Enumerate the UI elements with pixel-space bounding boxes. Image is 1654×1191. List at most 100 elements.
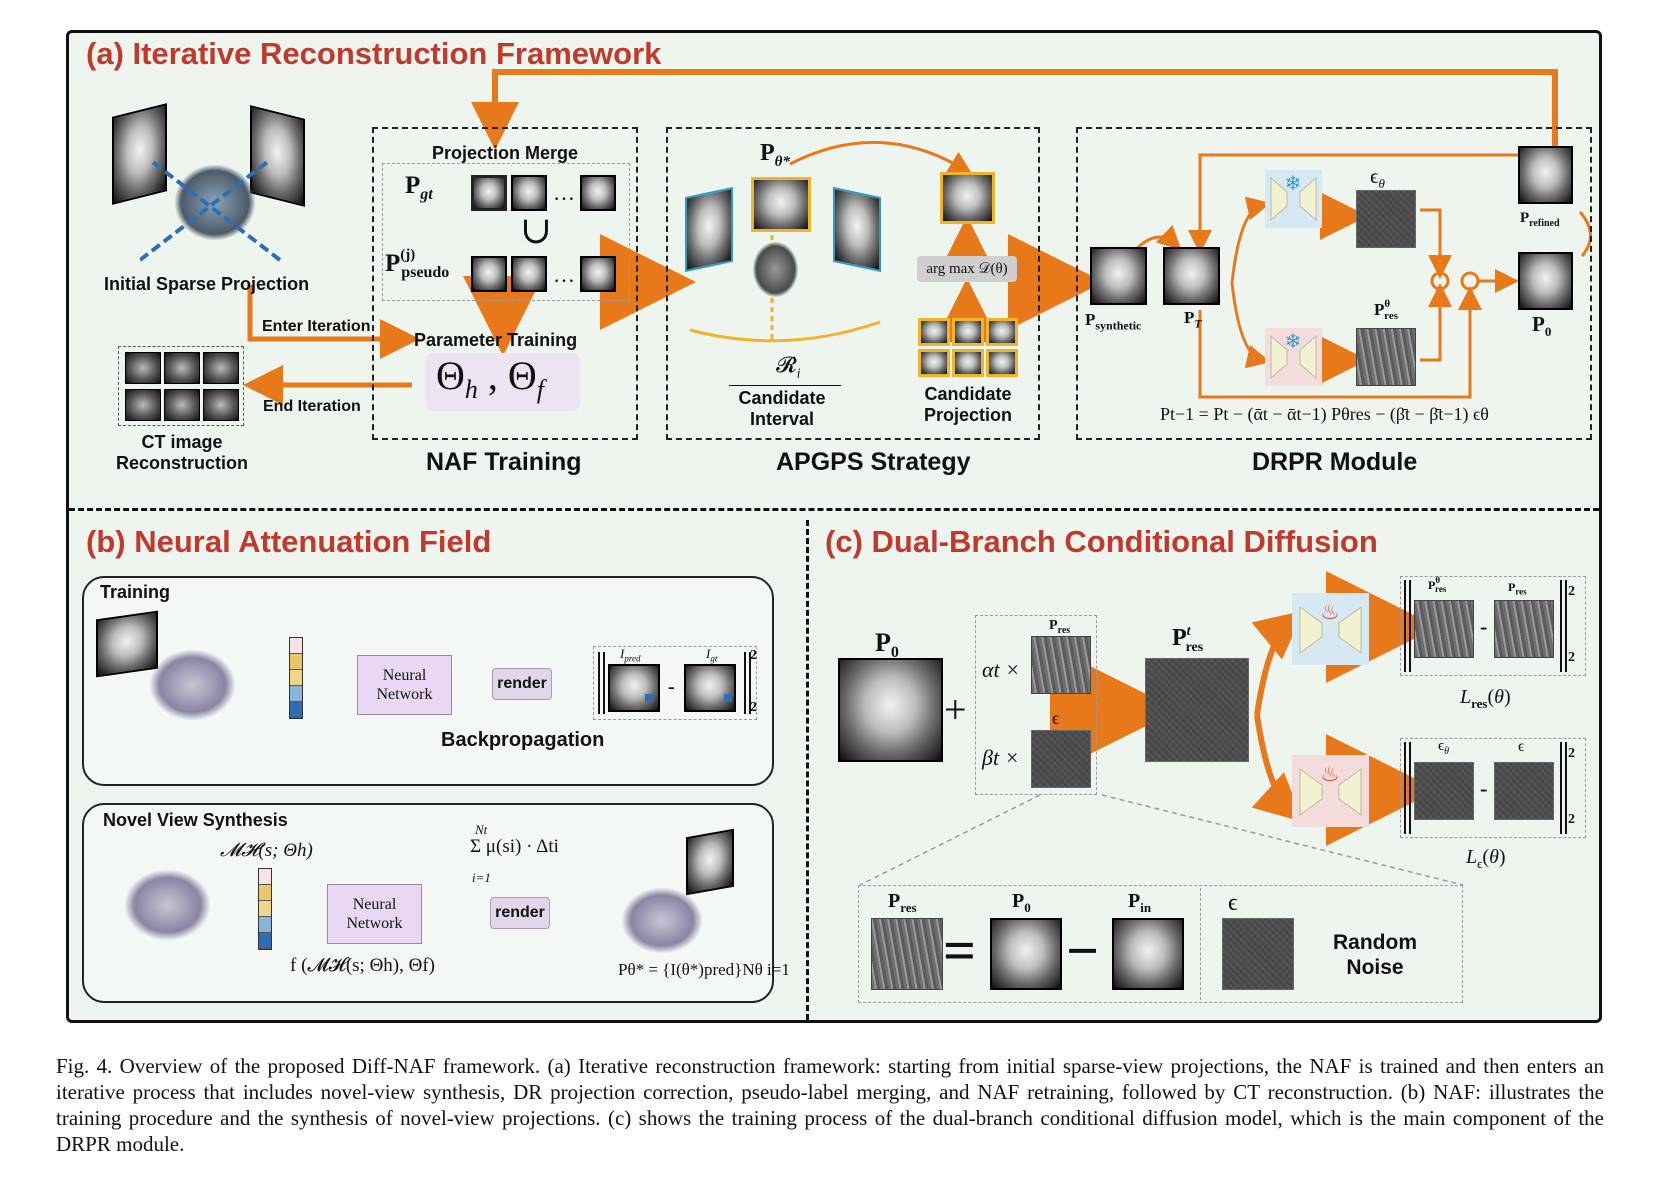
c-eps-theta-image (1414, 762, 1474, 820)
naf-training-box (372, 127, 638, 440)
sum-equation: Σ μ(si) · Δti (470, 836, 559, 857)
union-symbol: ∪ (520, 210, 552, 252)
apgps-box (666, 127, 1040, 440)
c-p-t-res-label: Ptres (1172, 624, 1204, 655)
zoom-p-in-label: Pin (1128, 890, 1152, 915)
apgps-arc (789, 141, 973, 175)
svg-text:♨: ♨ (1320, 761, 1340, 786)
p-res-theta-image (1356, 328, 1416, 386)
sparse-rays (140, 158, 282, 262)
nvs-projection (686, 828, 734, 896)
unet-frozen-2: ❄ (1265, 328, 1322, 386)
ct-image-grid (118, 346, 244, 426)
p-0-image (1518, 252, 1573, 310)
neural-network-box: Neural Network (357, 655, 452, 715)
unet-frozen-1: ❄ (1265, 170, 1322, 228)
svg-text:♨: ♨ (1320, 599, 1340, 624)
drpr-top-line (1188, 153, 1555, 254)
projection-merge-box (382, 163, 630, 301)
f-equation: f (𝓜𝓗(s; Θh), Θf) (290, 955, 435, 976)
novel-view-label: Novel View Synthesis (103, 810, 288, 830)
c-eps-image (1494, 762, 1554, 820)
gt-proj-1 (471, 175, 507, 211)
sum-bottom: i=1 (472, 870, 491, 885)
drpr-equation: Pt−1 = Pt − (ᾱt − ᾱt−1) Pθres − (β̄t − β… (1160, 404, 1489, 424)
eps-norm-right (1560, 742, 1567, 834)
norm-exp-top: 2 (750, 648, 757, 663)
c-eps-theta-label: ϵθ (1438, 738, 1449, 757)
apgps-proj-right (833, 186, 881, 273)
c-p-res-small-label: Pres (1049, 618, 1071, 636)
projection-merge-label: Projection Merge (432, 143, 579, 163)
zoom-detail-divider (1200, 888, 1201, 1000)
gt-ellipsis: … (553, 180, 575, 205)
candidate-projection-grid (918, 318, 1018, 378)
drpr-bottom-line (1198, 286, 1482, 399)
norm-left (598, 652, 605, 714)
c-p-t-res-image (1145, 658, 1249, 762)
res-norm-exp-bottom: 2 (1568, 650, 1575, 665)
sum-top: Nt (475, 822, 488, 837)
p-refined-image (1518, 146, 1573, 204)
eps-minus: - (1480, 776, 1488, 801)
drpr-eps-line (1420, 208, 1452, 279)
zoom-eps-label: ϵ (1228, 890, 1238, 916)
c-p0-label: P0 (875, 628, 899, 662)
figure-caption: Fig. 4. Overview of the proposed Diff-NA… (56, 1054, 1604, 1156)
m-h-label: 𝓜𝓗(s; Θh) (220, 840, 313, 861)
zoom-minus: − (1066, 918, 1100, 983)
nvs-volume-right (622, 888, 702, 953)
p-gt-label: Pgt (405, 172, 433, 203)
i-gt-image (684, 664, 736, 712)
p-pseudo-label: P(j)pseudo (385, 247, 450, 281)
apgps-title: APGPS Strategy (776, 448, 971, 476)
end-iteration-label: End Iteration (263, 398, 361, 415)
section-divider-vertical (806, 520, 809, 1020)
theta-params: Θh , Θf (436, 353, 545, 404)
p-t-image (1163, 247, 1220, 305)
c-noise-box (975, 615, 1097, 795)
p-synthetic-label: Psynthetic (1085, 310, 1142, 333)
p-res-theta-label: Pθres (1374, 298, 1398, 323)
gt-proj-2 (511, 175, 547, 211)
zoom-p-res-label: Pres (888, 890, 917, 915)
pseudo-ellipsis: … (553, 262, 575, 287)
c-p-res-image (1494, 600, 1554, 658)
gt-proj-3 (580, 175, 616, 211)
c-p-res-small (1031, 636, 1091, 694)
feature-vector (289, 637, 303, 719)
zoom-p0-image (990, 918, 1062, 990)
res-minus: - (1480, 614, 1488, 639)
pseudo-proj-2 (511, 256, 547, 292)
eps-norm-left (1404, 742, 1411, 834)
drpr-title: DRPR Module (1252, 448, 1418, 476)
apgps-proj-center (751, 177, 811, 232)
nvs-render-box: render (490, 897, 550, 929)
r-i-label: 𝓡i (776, 352, 801, 382)
l-eps-label: Lϵ(θ) (1466, 846, 1506, 871)
res-norm-left (1404, 580, 1411, 672)
eps-norm-exp-bottom: 2 (1568, 812, 1575, 827)
c-p-res-theta-image (1414, 600, 1474, 658)
c-zoom-lines (859, 794, 1464, 886)
apgps-proj-left (685, 186, 733, 273)
svg-text:❄: ❄ (1285, 173, 1302, 195)
feedback-arrow (471, 69, 1558, 150)
norm-right (744, 652, 751, 714)
c-plus: + (944, 687, 967, 732)
c-unet-trainable-2: ♨ (1292, 755, 1369, 827)
p-refined-label: Prefined (1520, 210, 1560, 229)
theta-params-box (425, 353, 580, 411)
backprop-label: Backpropagation (441, 729, 605, 751)
training-label: Training (100, 582, 171, 602)
c-branch-up (1251, 610, 1304, 716)
render-box: render (492, 668, 552, 700)
zoom-detail-box (858, 885, 1463, 1003)
argmax-label: arg max 𝒟(θ) (917, 256, 1017, 282)
p-synthetic-image (1090, 247, 1147, 305)
training-volume (150, 650, 235, 720)
c-branch-down (1251, 714, 1304, 823)
res-loss-box (1400, 576, 1586, 676)
nvs-feature-vector (258, 868, 272, 950)
res-norm-right (1560, 580, 1567, 672)
